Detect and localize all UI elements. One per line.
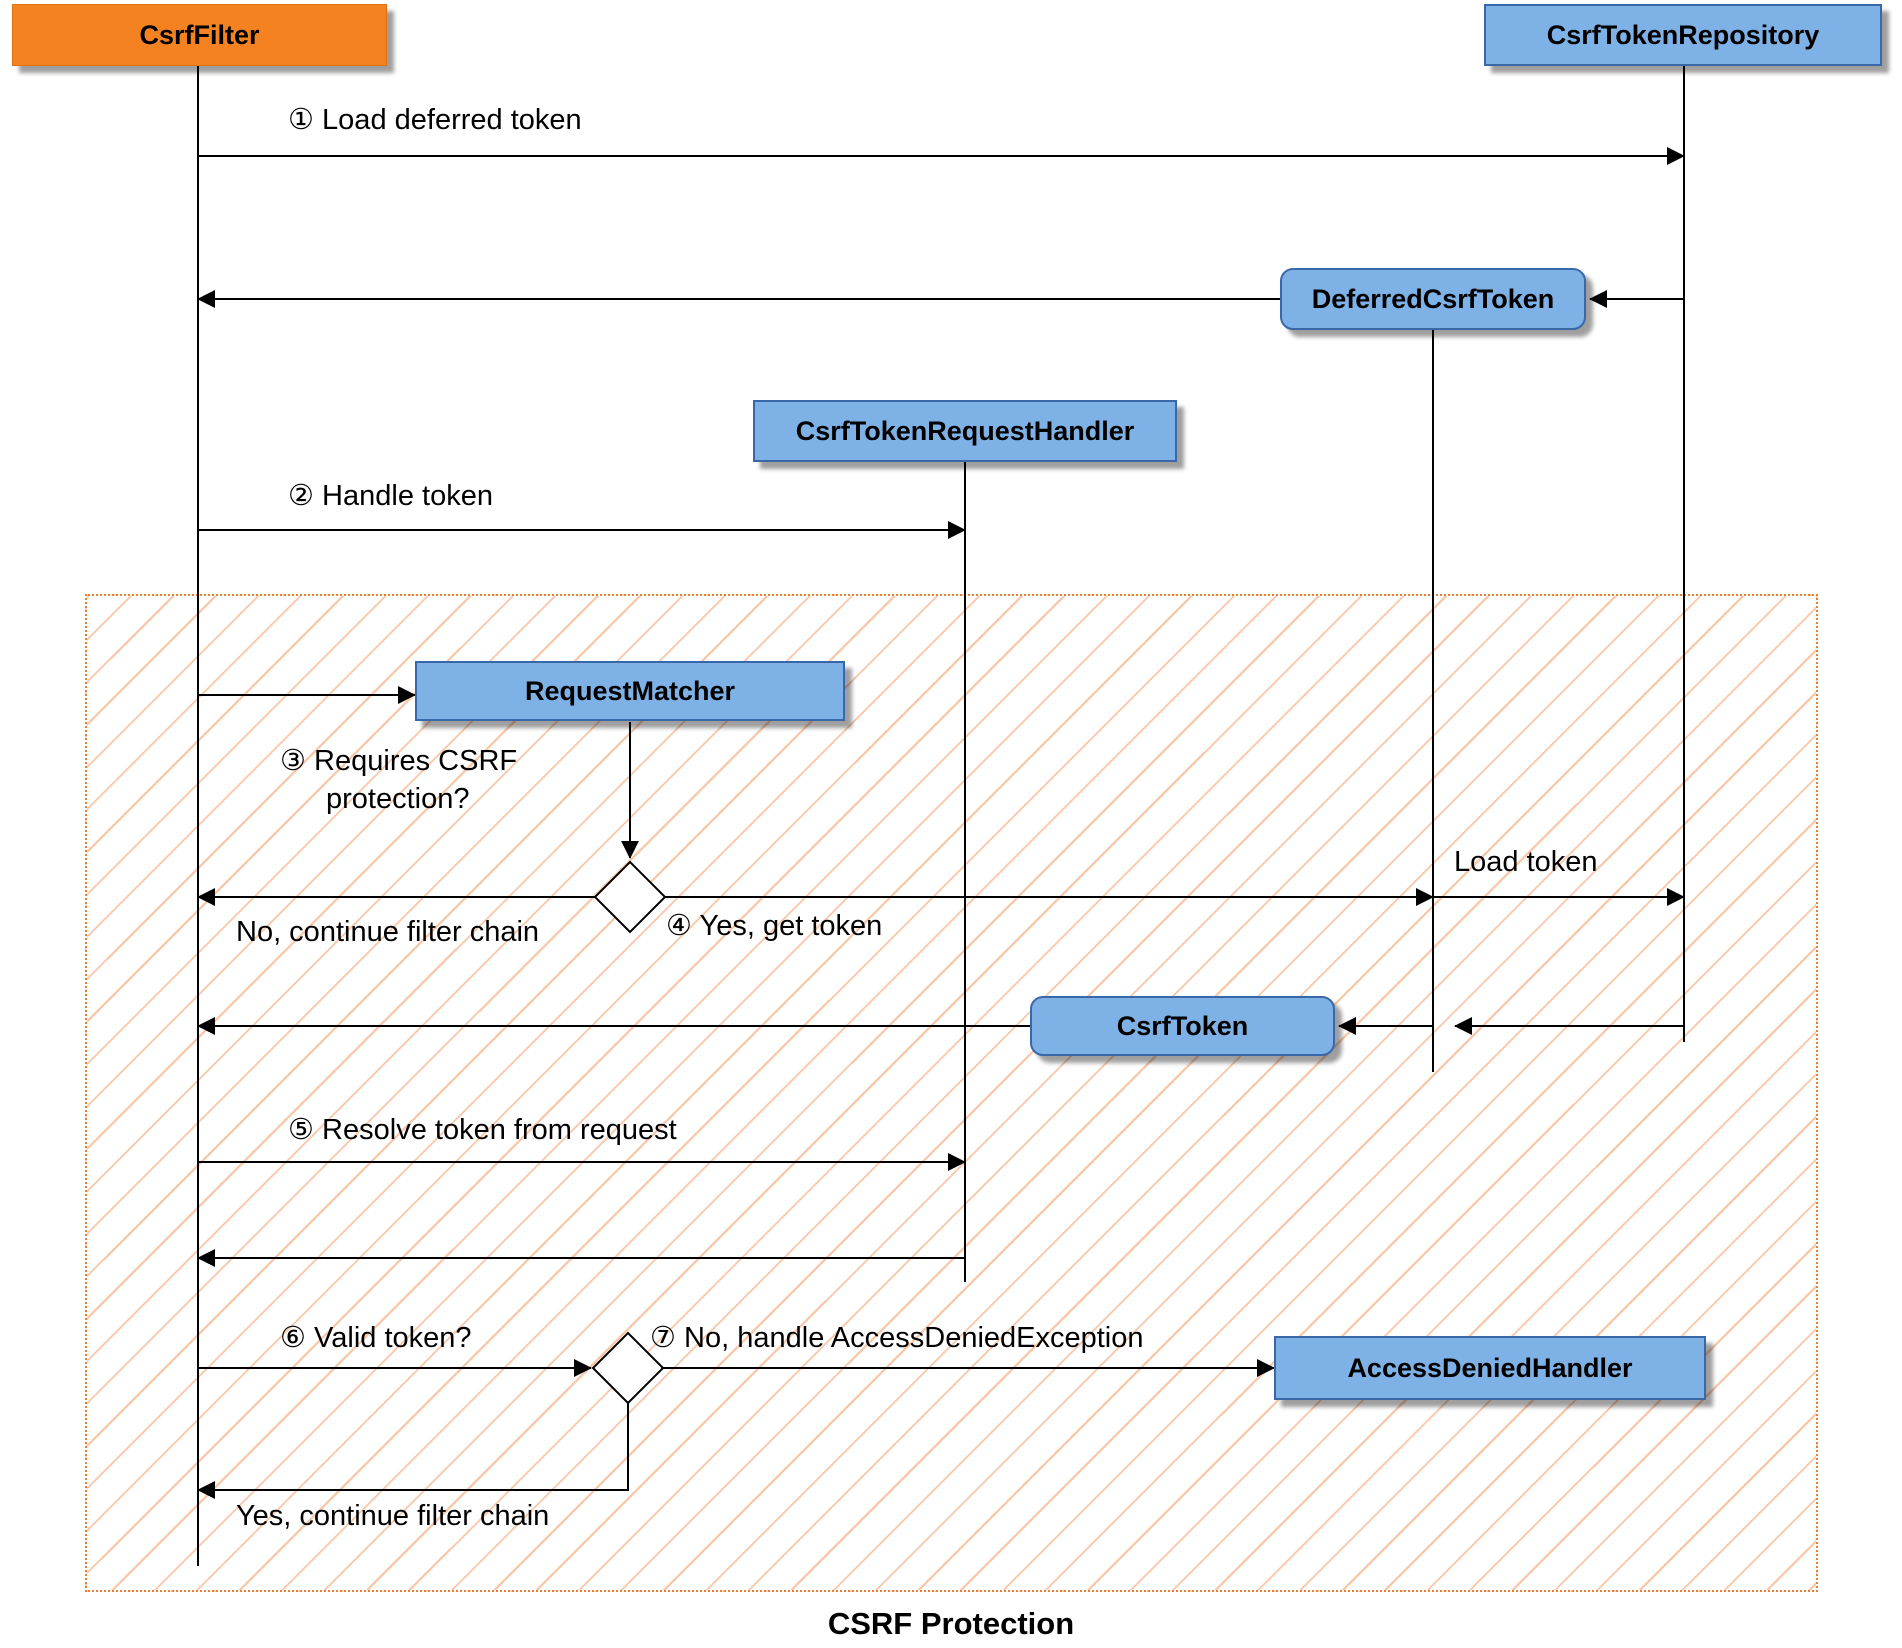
message-handle-token: ② Handle token	[288, 480, 493, 512]
actor-csrffilter: CsrfFilter	[12, 4, 387, 66]
message-requires-csrf-protection: ③ Requires CSRF protection?	[280, 745, 518, 816]
message-load-token: Load token	[1454, 846, 1598, 878]
node-requestmatcher: RequestMatcher	[415, 661, 845, 721]
node-csrftokenrequesthandler-label: CsrfTokenRequestHandler	[795, 415, 1135, 446]
node-csrftoken-label: CsrfToken	[1116, 1010, 1249, 1041]
node-accessdeniedhandler-label: AccessDeniedHandler	[1347, 1352, 1633, 1383]
node-csrftokenrequesthandler: CsrfTokenRequestHandler	[753, 400, 1177, 462]
diagram-title: CSRF Protection	[827, 1606, 1075, 1641]
node-accessdeniedhandler: AccessDeniedHandler	[1274, 1336, 1706, 1400]
message-load-deferred-token: ① Load deferred token	[288, 104, 582, 136]
node-deferredcsrftoken-label: DeferredCsrfToken	[1311, 283, 1555, 314]
node-deferredcsrftoken: DeferredCsrfToken	[1280, 268, 1586, 330]
message-resolve-token-from-request: ⑤ Resolve token from request	[288, 1114, 677, 1146]
message-yes-continue-filter-chain: Yes, continue filter chain	[236, 1500, 550, 1532]
actor-csrftokenrepository-label: CsrfTokenRepository	[1546, 19, 1820, 50]
message-no-continue-filter-chain: No, continue filter chain	[236, 916, 540, 948]
message-no-handle-access-denied: ⑦ No, handle AccessDeniedException	[650, 1322, 1144, 1354]
actor-csrftokenrepository: CsrfTokenRepository	[1484, 4, 1882, 66]
message-yes-get-token: ④ Yes, get token	[666, 910, 883, 942]
actor-csrffilter-label: CsrfFilter	[139, 19, 260, 50]
message-valid-token: ⑥ Valid token?	[280, 1322, 472, 1354]
node-requestmatcher-label: RequestMatcher	[524, 675, 736, 706]
node-csrftoken: CsrfToken	[1030, 996, 1335, 1056]
